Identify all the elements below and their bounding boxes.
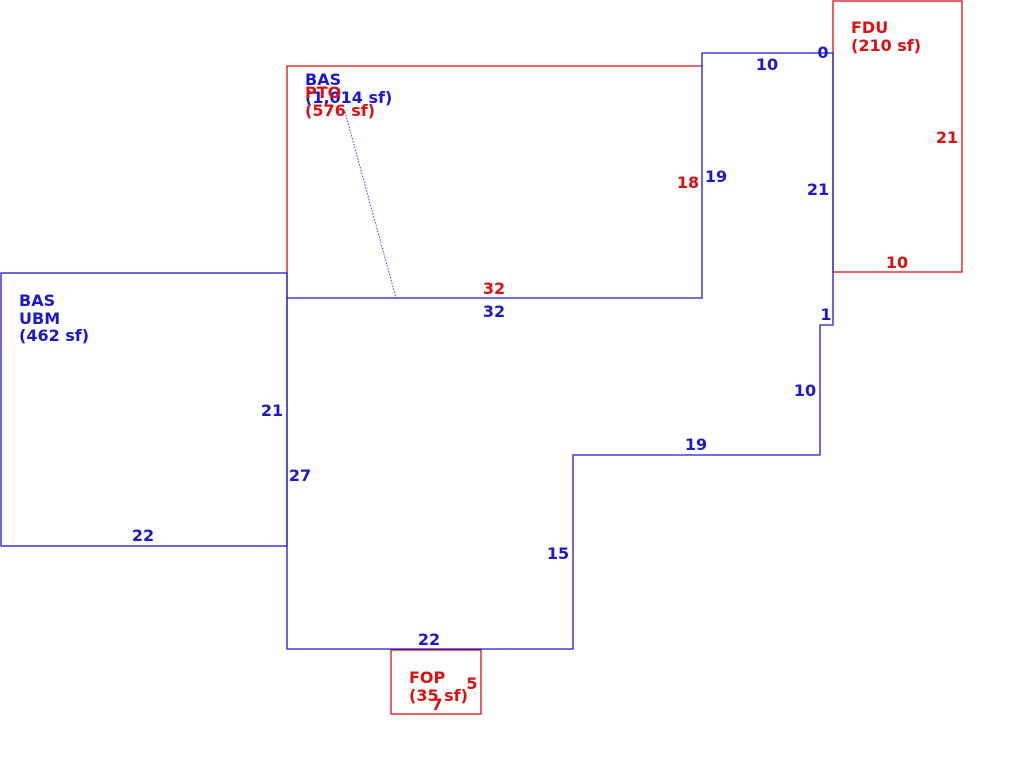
dim-bas-right-upper: 21 (807, 180, 829, 199)
bas-main-area: (1,014 sf) (305, 88, 392, 107)
bas-main-outline (286, 52, 834, 650)
dim-bas-zero: 0 (817, 43, 828, 62)
dim-bas-upper-right: 19 (705, 167, 727, 186)
dim-pto-right: 18 (677, 173, 699, 192)
pto-code: PTO (305, 83, 341, 102)
bas-ubm-code2: UBM (19, 309, 60, 328)
bas-ubm-outline (0, 272, 288, 547)
dim-bas-top: 32 (483, 302, 505, 321)
dim-fop-bottom: 7 (431, 695, 442, 714)
pto-outline (286, 65, 702, 298)
dim-ubm-bottom: 22 (132, 526, 154, 545)
bas-ubm-code: BAS (19, 291, 55, 310)
dim-fop-right: 5 (466, 674, 477, 693)
dim-ubm-right: 21 (261, 401, 283, 420)
dim-fdu-bottom: 10 (886, 253, 908, 272)
pto-area (286, 65, 702, 298)
bas-main-code: BAS (305, 70, 341, 89)
fop-area: (35 sf) (409, 686, 468, 705)
dim-bas-step-small: 1 (820, 305, 831, 324)
bas-ubm-area: (462 sf) (19, 326, 89, 345)
fdu-area: (210 sf) (851, 36, 921, 55)
pto-area: (576 sf) (305, 101, 375, 120)
label-leader-line (344, 111, 397, 299)
dim-bas-right-lower: 10 (794, 381, 816, 400)
dim-bas-bottom: 22 (418, 630, 440, 649)
dim-bas-step-top: 19 (685, 435, 707, 454)
dim-bas-inner-vertical: 15 (547, 544, 569, 563)
dim-bas-notch: 10 (756, 55, 778, 74)
dim-pto-width: 32 (483, 279, 505, 298)
dim-fdu-right: 21 (936, 128, 958, 147)
fdu-code: FDU (851, 18, 888, 37)
fop-code: FOP (409, 668, 446, 687)
dim-bas-left: 27 (289, 466, 311, 485)
fop-outline (390, 649, 482, 715)
